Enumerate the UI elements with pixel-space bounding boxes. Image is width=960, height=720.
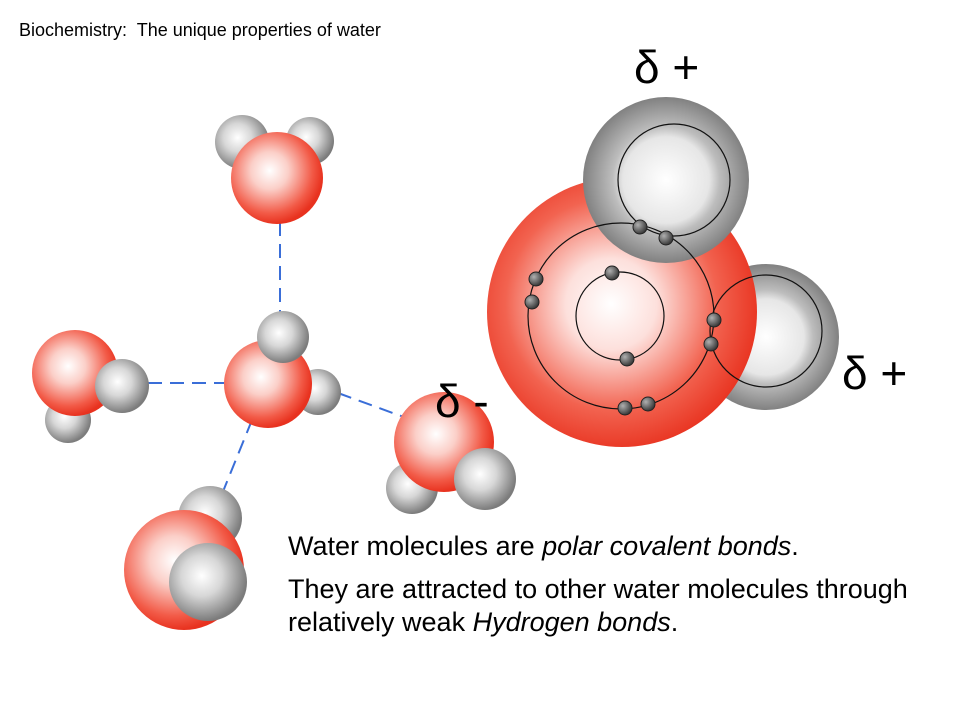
water-molecule-right	[386, 392, 516, 514]
water-molecule-top	[215, 115, 334, 224]
caption-text-span: Water molecules are	[288, 531, 543, 561]
caption-line-1: Water molecules are polar covalent bonds…	[288, 530, 928, 563]
oxygen-atom	[231, 132, 323, 224]
hydrogen-bond-bottom	[221, 419, 253, 495]
delta-minus-label: δ -	[435, 375, 489, 427]
large-water-molecule	[487, 97, 839, 447]
hydrogen-atom	[454, 448, 516, 510]
hydrogen-atom	[169, 543, 247, 621]
slide-header: Biochemistry: The unique properties of w…	[19, 20, 381, 40]
hydrogen-shell-right	[709, 274, 823, 388]
hydrogen-atom	[95, 359, 149, 413]
electron	[604, 265, 620, 281]
water-molecule-left	[32, 330, 149, 443]
hydrogen-bonds	[148, 222, 413, 495]
hydrogen-shell-top	[617, 123, 731, 237]
electron	[632, 219, 648, 235]
electron	[706, 312, 722, 328]
electron	[617, 400, 633, 416]
electrons	[524, 219, 722, 416]
hydrogen-bond-right	[337, 392, 413, 421]
water-molecule-bottom	[124, 486, 247, 630]
delta-plus-label-right: δ +	[842, 347, 908, 399]
electron	[619, 351, 635, 367]
caption-text-span: They are attracted to other water molecu…	[288, 574, 908, 637]
electron	[528, 271, 544, 287]
caption-line-2: They are attracted to other water molecu…	[288, 573, 928, 639]
water-molecule-center	[224, 311, 341, 428]
electron	[524, 294, 540, 310]
hydrogen-atom-top	[583, 97, 749, 263]
caption-italic-term: polar covalent bonds	[542, 531, 792, 561]
caption-text-span: .	[791, 531, 799, 561]
caption-text: Water molecules are polar covalent bonds…	[288, 530, 928, 649]
caption-italic-term: Hydrogen bonds	[472, 607, 671, 637]
electron	[703, 336, 719, 352]
caption-text-span: .	[670, 607, 679, 637]
delta-plus-label-top: δ +	[634, 41, 700, 93]
hydrogen-atom	[257, 311, 309, 363]
electron	[658, 230, 674, 246]
electron	[640, 396, 656, 412]
